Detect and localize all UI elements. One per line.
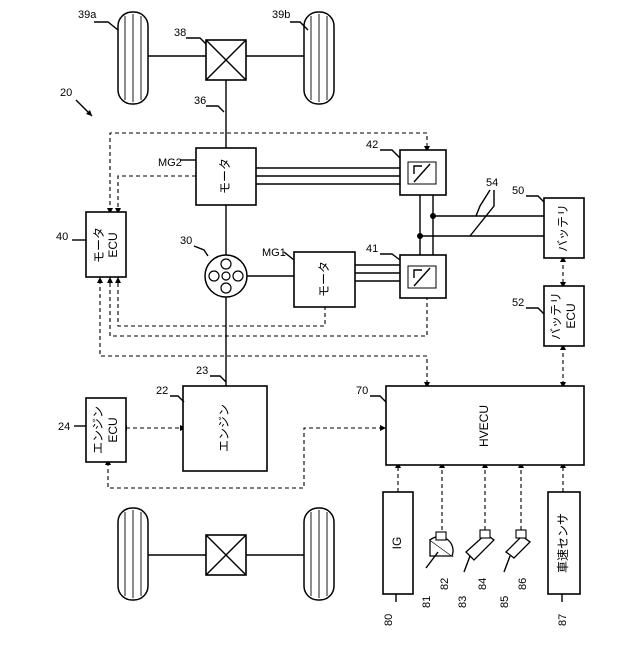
battery-ecu-block: バッテリ ECU bbox=[544, 286, 584, 346]
label-50: 50 bbox=[512, 185, 524, 197]
mg2-phase-lines bbox=[256, 168, 400, 184]
label-42: 42 bbox=[366, 139, 378, 151]
mg1-motor-block: モータ bbox=[294, 252, 355, 307]
label-81: 81 bbox=[421, 596, 433, 608]
accelerator-pedal-icon bbox=[464, 530, 494, 572]
label-80: 80 bbox=[383, 614, 395, 626]
mg2-text: モータ bbox=[218, 158, 232, 194]
motor-ecu-text-2: ECU bbox=[106, 232, 120, 257]
label-83: 83 bbox=[457, 596, 469, 608]
motor-ecu-text-1: モータ bbox=[92, 227, 106, 263]
speed-sensor-text: 車速センサ bbox=[556, 513, 570, 573]
engine-ecu-block: エンジン ECU bbox=[86, 398, 126, 462]
label-82: 82 bbox=[439, 578, 451, 590]
label-mg1: MG1 bbox=[262, 247, 286, 259]
wheel-39a bbox=[118, 12, 148, 104]
mg2-motor-block: モータ bbox=[196, 148, 256, 205]
wheel-39b bbox=[304, 12, 334, 104]
mg1-phase-lines bbox=[355, 265, 400, 281]
shift-lever-icon bbox=[426, 532, 453, 568]
ig-text: IG bbox=[390, 537, 404, 550]
motor-ecu-block: モータ ECU bbox=[86, 212, 126, 277]
label-23: 23 bbox=[196, 365, 208, 377]
ig-block: IG bbox=[383, 492, 413, 594]
engine-block: エンジン bbox=[183, 386, 267, 471]
differential-gear bbox=[206, 40, 246, 80]
rear-differential bbox=[206, 535, 246, 575]
label-39a: 39a bbox=[78, 9, 97, 21]
label-36: 36 bbox=[194, 95, 206, 107]
mg1-text: モータ bbox=[317, 261, 331, 297]
battery-ecu-text-1: バッテリ bbox=[549, 292, 563, 340]
planetary-gear-30 bbox=[205, 255, 247, 297]
engine-text: エンジン bbox=[217, 404, 231, 452]
hvecu-block: HVECU bbox=[386, 386, 584, 465]
label-86: 86 bbox=[517, 578, 529, 590]
label-84: 84 bbox=[477, 578, 489, 590]
battery-block: バッテリ bbox=[544, 198, 584, 258]
rear-axle-group bbox=[118, 508, 334, 600]
engine-ecu-text-2: ECU bbox=[106, 417, 120, 442]
label-39b: 39b bbox=[272, 9, 290, 21]
engine-ecu-text-1: エンジン bbox=[91, 406, 105, 454]
label-22: 22 bbox=[156, 385, 168, 397]
label-87: 87 bbox=[557, 614, 569, 626]
label-41: 41 bbox=[366, 243, 378, 255]
speed-sensor-block: 車速センサ bbox=[548, 492, 580, 594]
hvecu-text: HVECU bbox=[477, 405, 491, 447]
inverter-42 bbox=[400, 150, 446, 195]
label-24: 24 bbox=[58, 421, 70, 433]
brake-pedal-icon bbox=[504, 530, 530, 572]
battery-text: バッテリ bbox=[556, 204, 570, 252]
inverter-41 bbox=[400, 255, 446, 298]
label-mg2: MG2 bbox=[158, 157, 182, 169]
label-30: 30 bbox=[180, 235, 192, 247]
label-70: 70 bbox=[356, 385, 368, 397]
wheel-rear-right bbox=[304, 508, 334, 600]
wheel-rear-left bbox=[118, 508, 148, 600]
label-40: 40 bbox=[56, 231, 68, 243]
label-20: 20 bbox=[60, 87, 72, 99]
label-38: 38 bbox=[174, 27, 186, 39]
label-85: 85 bbox=[499, 596, 511, 608]
label-52: 52 bbox=[512, 297, 524, 309]
battery-ecu-text-2: ECU bbox=[564, 303, 578, 328]
label-54: 54 bbox=[486, 177, 498, 189]
